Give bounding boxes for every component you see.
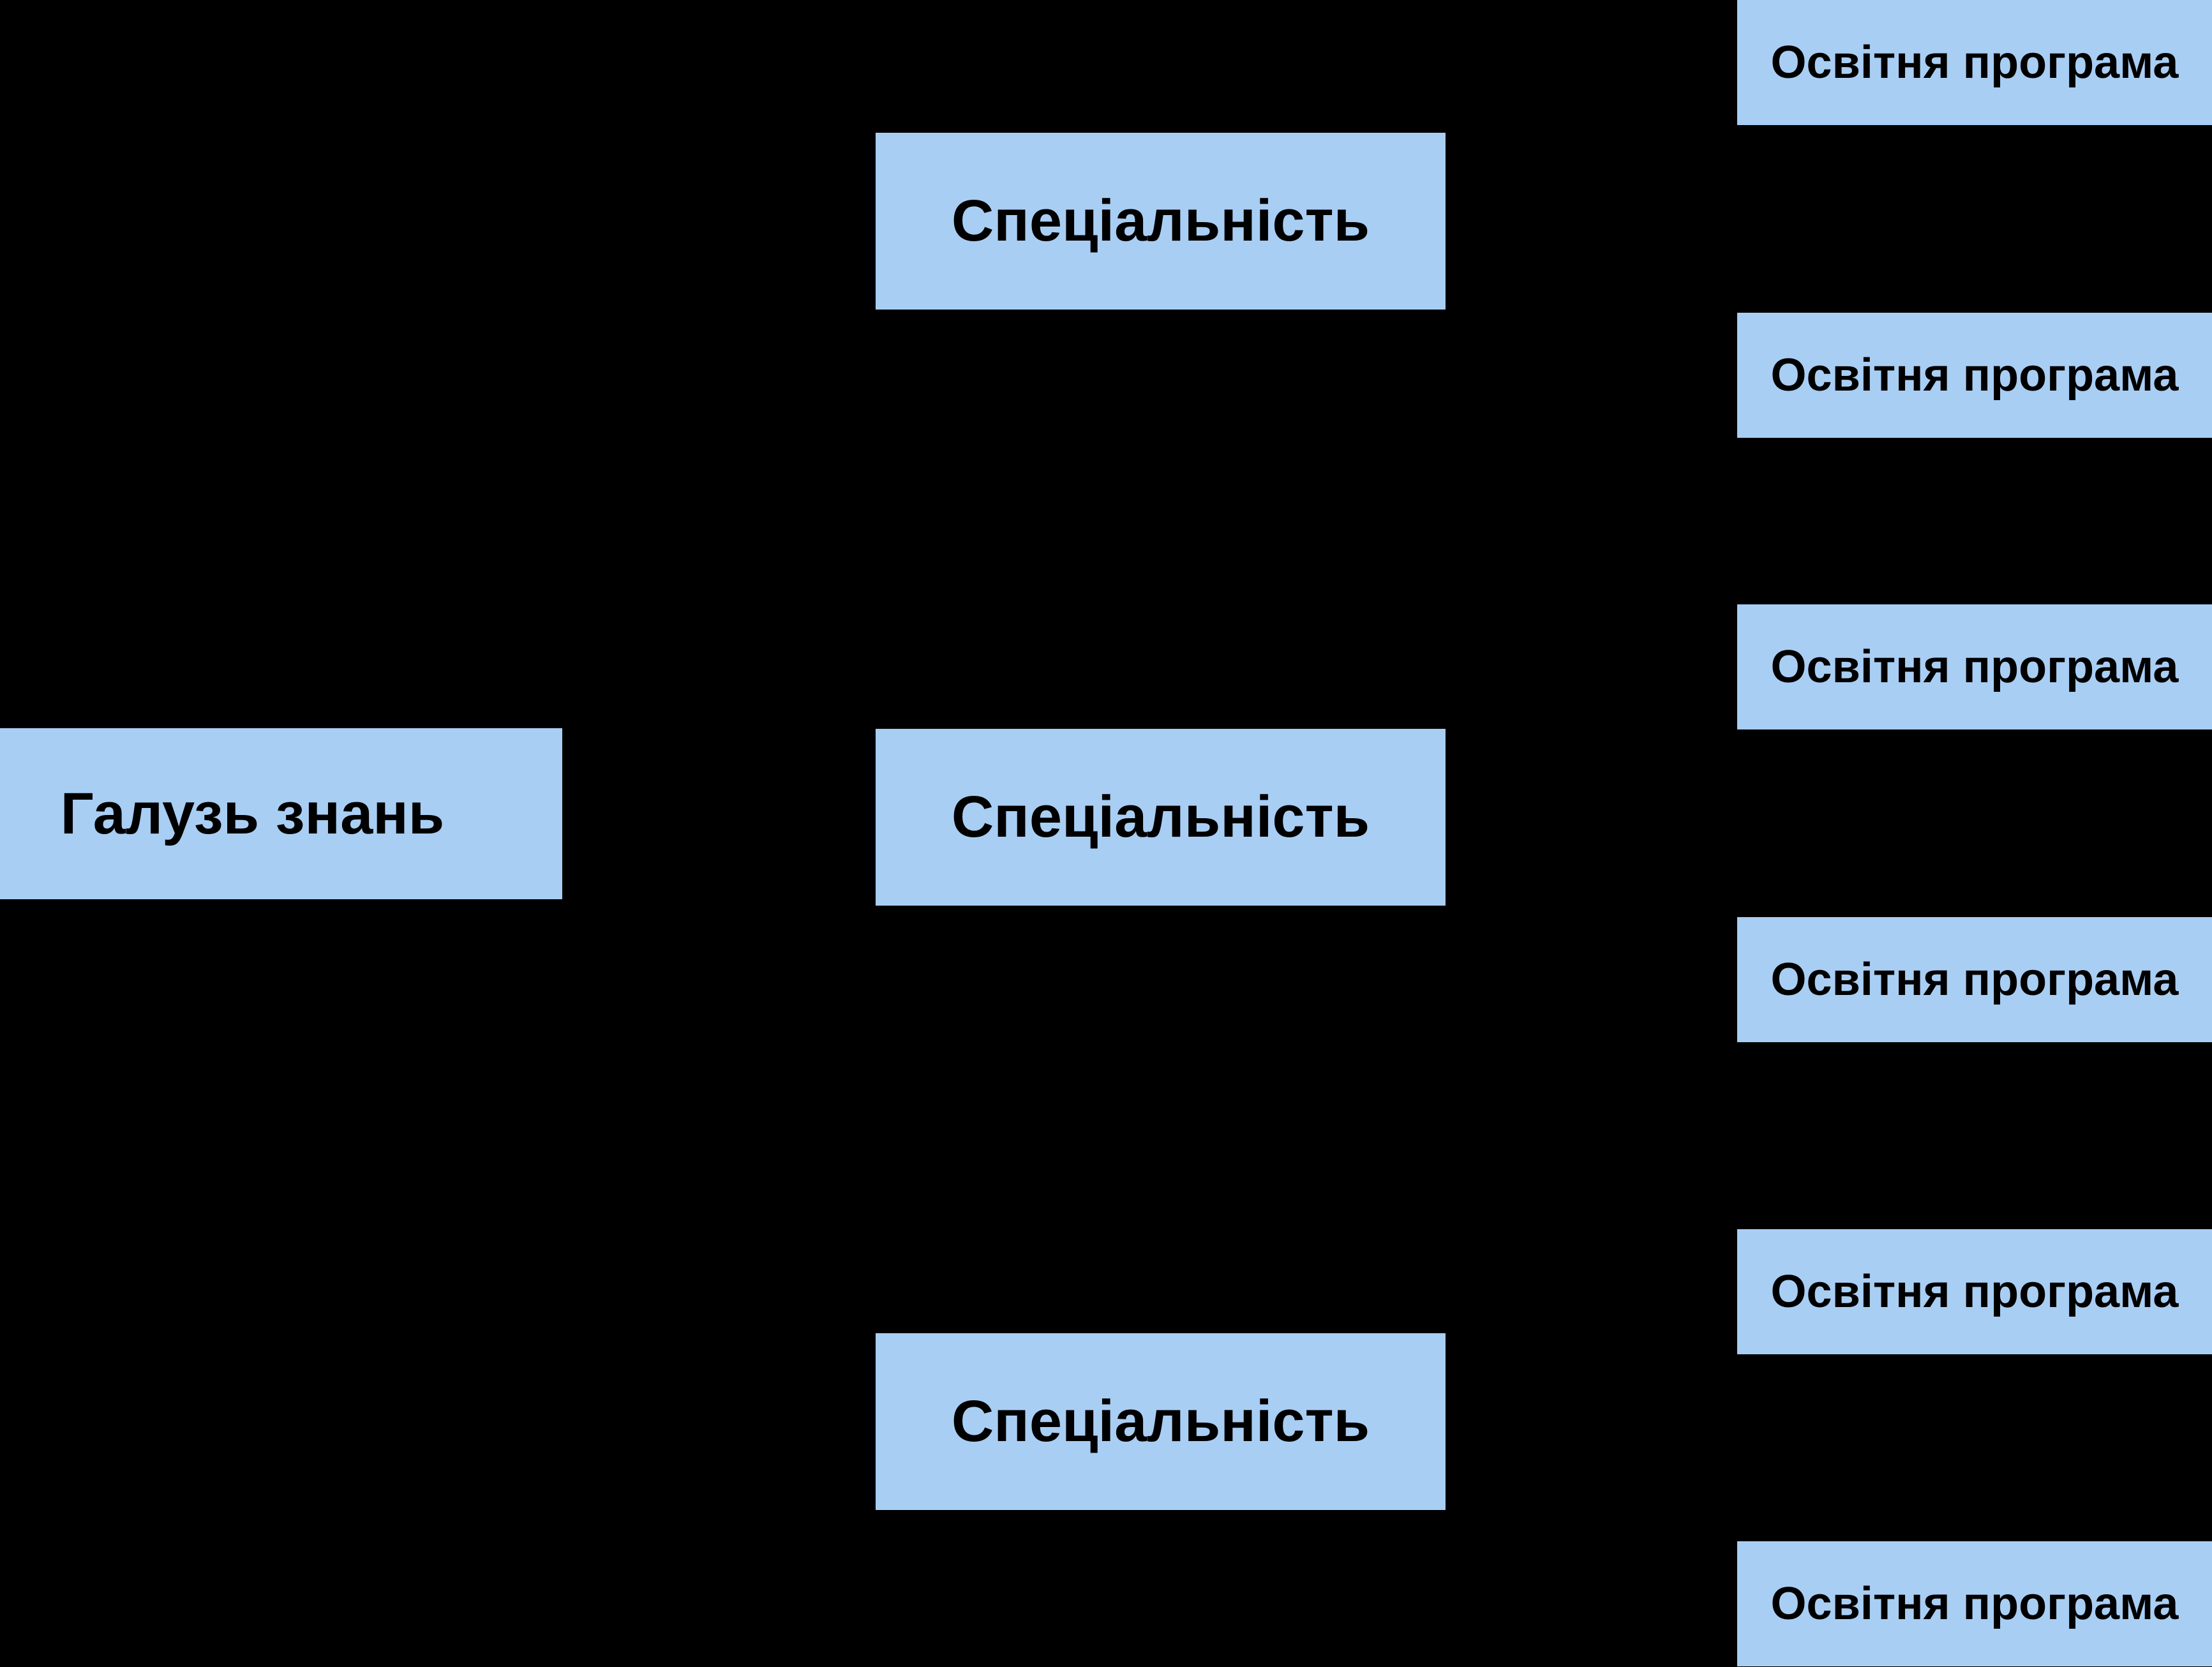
specialty-node-1: Спеціальність: [876, 133, 1446, 310]
program-node-3: Освітня програма: [1737, 604, 2212, 729]
program-node-6: Освітня програма: [1737, 1541, 2212, 1666]
specialty-node-3: Спеціальність: [876, 1333, 1446, 1510]
program-node-4: Освітня програма: [1737, 917, 2212, 1042]
field-of-knowledge-node: Галузь знань: [0, 728, 562, 899]
program-node-5: Освітня програма: [1737, 1229, 2212, 1354]
program-node-2: Освітня програма: [1737, 313, 2212, 438]
program-node-1: Освітня програма: [1737, 0, 2212, 125]
specialty-node-2: Спеціальність: [876, 729, 1446, 906]
